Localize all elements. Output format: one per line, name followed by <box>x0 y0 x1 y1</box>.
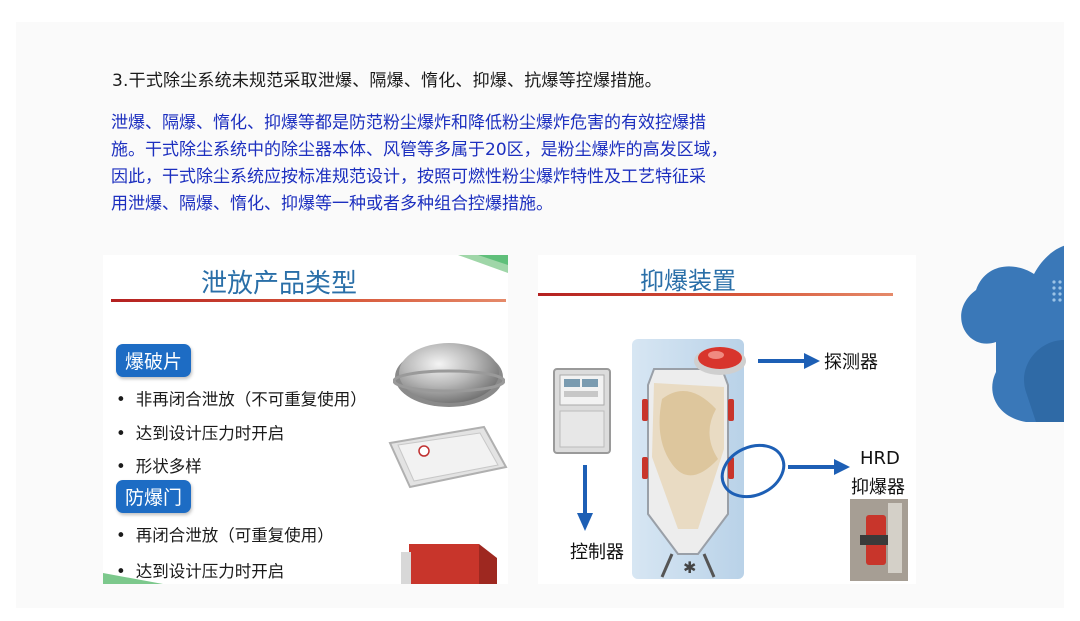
detector-label: 探测器 <box>824 352 878 373</box>
panel-title: 抑爆装置 <box>640 267 736 295</box>
paragraph-line: 因此，干式除尘系统应按标准规范设计，按照可燃性粉尘爆炸特性及工艺特征采 <box>111 167 706 187</box>
arrow-to-detector <box>758 353 820 369</box>
suppression-device-panel: 抑爆装置 ✱ 探测器 <box>538 255 916 584</box>
suppressor-label-line2: 抑爆器 <box>851 477 905 498</box>
vent-panel-image <box>388 425 508 489</box>
svg-text:✱: ✱ <box>683 558 696 577</box>
paragraph-line: 用泄爆、隔爆、惰化、抑爆等一种或者多种组合控爆措施。 <box>111 194 553 214</box>
suppressor-label-line1: HRD <box>860 448 900 469</box>
controller-label: 控制器 <box>570 542 624 563</box>
bullet-item: 再闭合泄放（可重复使用） <box>116 522 334 546</box>
bullet-item: 非再闭合泄放（不可重复使用） <box>116 386 367 410</box>
explosion-door-image <box>401 544 497 584</box>
venting-products-panel: 泄放产品类型 爆破片 非再闭合泄放（不可重复使用） 达到设计压力时开启 形状多样… <box>103 255 508 584</box>
rupture-disc-image <box>393 343 505 407</box>
paragraph-line: 施。干式除尘系统中的除尘器本体、风管等多属于20区，是粉尘爆炸的高发区域， <box>111 140 728 160</box>
body-paragraph: 泄爆、隔爆、惰化、抑爆等都是防范粉尘爆炸和降低粉尘爆炸危害的有效控爆措 施。干式… <box>111 110 816 218</box>
arrow-to-controller <box>577 465 593 531</box>
detector-icon <box>694 347 746 375</box>
title-rule <box>538 293 893 296</box>
arrow-to-suppressor <box>788 459 850 475</box>
paragraph-line: 泄爆、隔爆、惰化、抑爆等都是防范粉尘爆炸和降低粉尘爆炸危害的有效控爆措 <box>111 113 706 133</box>
decorative-blob <box>961 245 1064 422</box>
bullet-item: 达到设计压力时开启 <box>116 558 285 582</box>
bullet-item: 达到设计压力时开启 <box>116 420 285 444</box>
title-rule <box>111 299 506 302</box>
bullet-item: 形状多样 <box>116 453 202 477</box>
suppressor-highlight <box>720 443 786 499</box>
controller-cabinet-image <box>553 368 611 454</box>
category-badge-rupture-disc: 爆破片 <box>116 344 192 377</box>
panel-title: 泄放产品类型 <box>201 269 358 299</box>
category-badge-explosion-door: 防爆门 <box>116 480 192 513</box>
section-heading: 3.干式除尘系统未规范采取泄爆、隔爆、惰化、抑爆、抗爆等控爆措施。 <box>112 71 662 91</box>
hrd-suppressor-image <box>850 499 908 581</box>
slide: 3.干式除尘系统未规范采取泄爆、隔爆、惰化、抑爆、抗爆等控爆措施。 泄爆、隔爆、… <box>16 22 1064 608</box>
